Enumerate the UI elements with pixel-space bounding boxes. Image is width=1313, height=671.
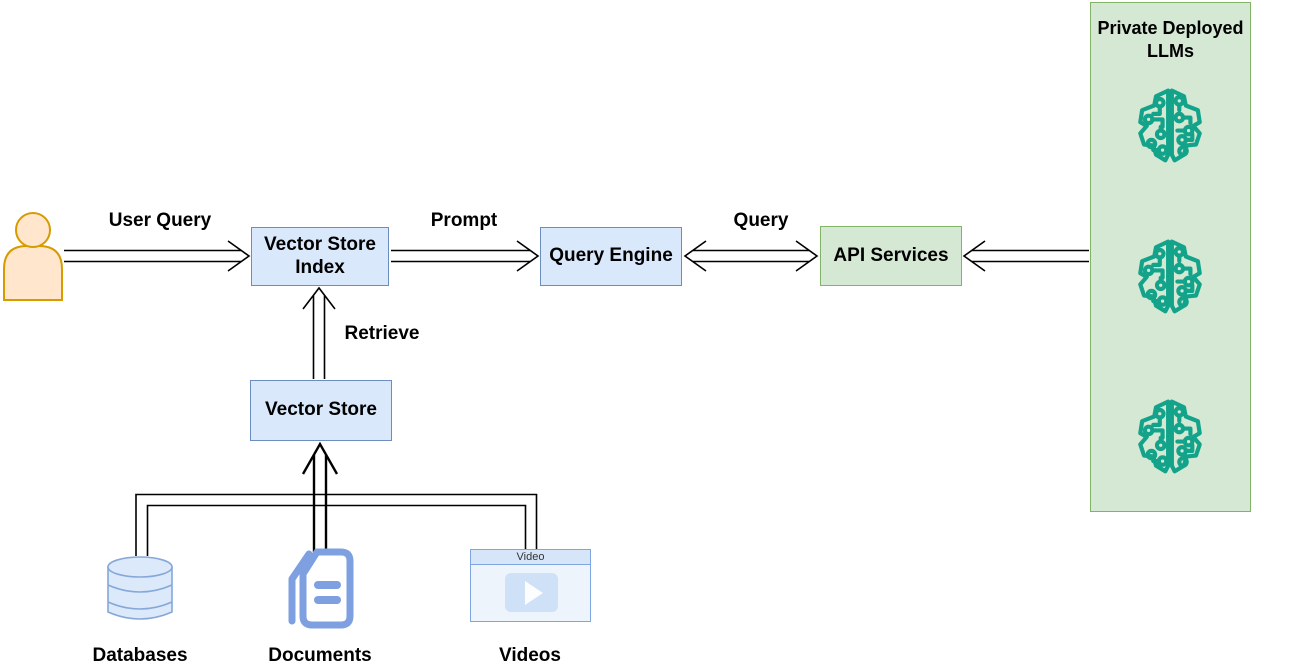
- play-button-icon: [505, 573, 558, 612]
- node-vector-store-label: Vector Store: [265, 399, 377, 421]
- edge-label-query: Query: [733, 210, 789, 231]
- sources-connector: [135, 493, 538, 556]
- edge-label-user-query: User Query: [108, 210, 212, 231]
- video-player-icon: Video: [470, 549, 591, 622]
- node-query-engine: Query Engine: [540, 227, 682, 286]
- llm-to-api-arrow: [962, 240, 1089, 272]
- node-vector-store-index: Vector Store Index: [251, 227, 389, 286]
- video-player-titlebar: Video: [471, 550, 590, 565]
- private-llms-title: Private Deployed LLMs: [1097, 18, 1244, 61]
- query-bidirectional-arrow: [683, 240, 819, 272]
- edge-label-retrieve: Retrieve: [344, 323, 420, 344]
- ai-brain-circuit-icon: [1131, 86, 1209, 164]
- source-label-videos: Videos: [499, 645, 561, 666]
- person-icon: [3, 212, 63, 301]
- node-api-services-label: API Services: [833, 244, 949, 266]
- ai-brain-circuit-icon: [1131, 237, 1209, 315]
- play-triangle-icon: [525, 580, 543, 605]
- node-query-engine-label: Query Engine: [549, 245, 673, 267]
- prompt-arrow: [391, 240, 540, 272]
- document-pages-icon: [288, 548, 354, 629]
- node-vector-store-index-label: Vector Store Index: [264, 234, 376, 278]
- source-label-databases: Databases: [92, 645, 188, 666]
- retrieve-arrow: [302, 286, 336, 379]
- edge-label-prompt: Prompt: [430, 210, 498, 231]
- sources-merge-arrow: [301, 441, 339, 552]
- user-query-arrow: [64, 240, 251, 272]
- node-vector-store: Vector Store: [250, 380, 392, 441]
- private-llms-panel: Private Deployed LLMs: [1090, 2, 1251, 512]
- ai-brain-circuit-icon: [1131, 397, 1209, 475]
- database-cylinder-icon: [107, 556, 173, 620]
- node-api-services: API Services: [820, 226, 962, 286]
- source-label-documents: Documents: [268, 645, 372, 666]
